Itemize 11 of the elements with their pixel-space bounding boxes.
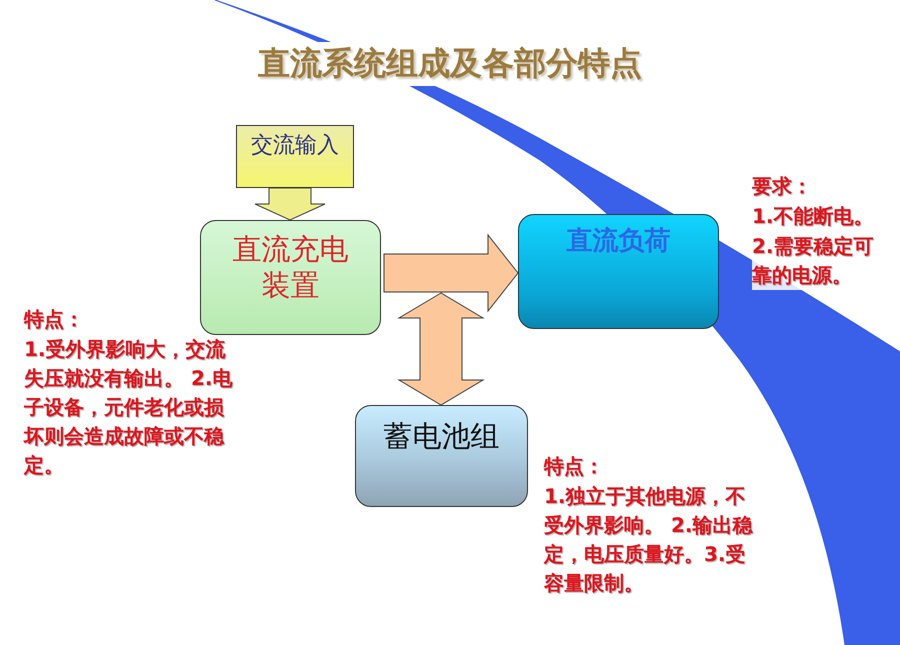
block-arrow — [254, 188, 326, 221]
process-box — [200, 220, 381, 335]
node-label: 交流输入 — [251, 132, 339, 160]
block-arrow — [397, 292, 485, 406]
process-box — [355, 405, 528, 507]
process-box — [518, 214, 719, 329]
process-box — [236, 125, 354, 188]
node-label: 直流负荷 — [566, 225, 670, 258]
node-label: 蓄电池组 — [384, 418, 500, 454]
node-label: 直流充电装置 — [232, 231, 350, 304]
block-arrow — [384, 234, 519, 312]
